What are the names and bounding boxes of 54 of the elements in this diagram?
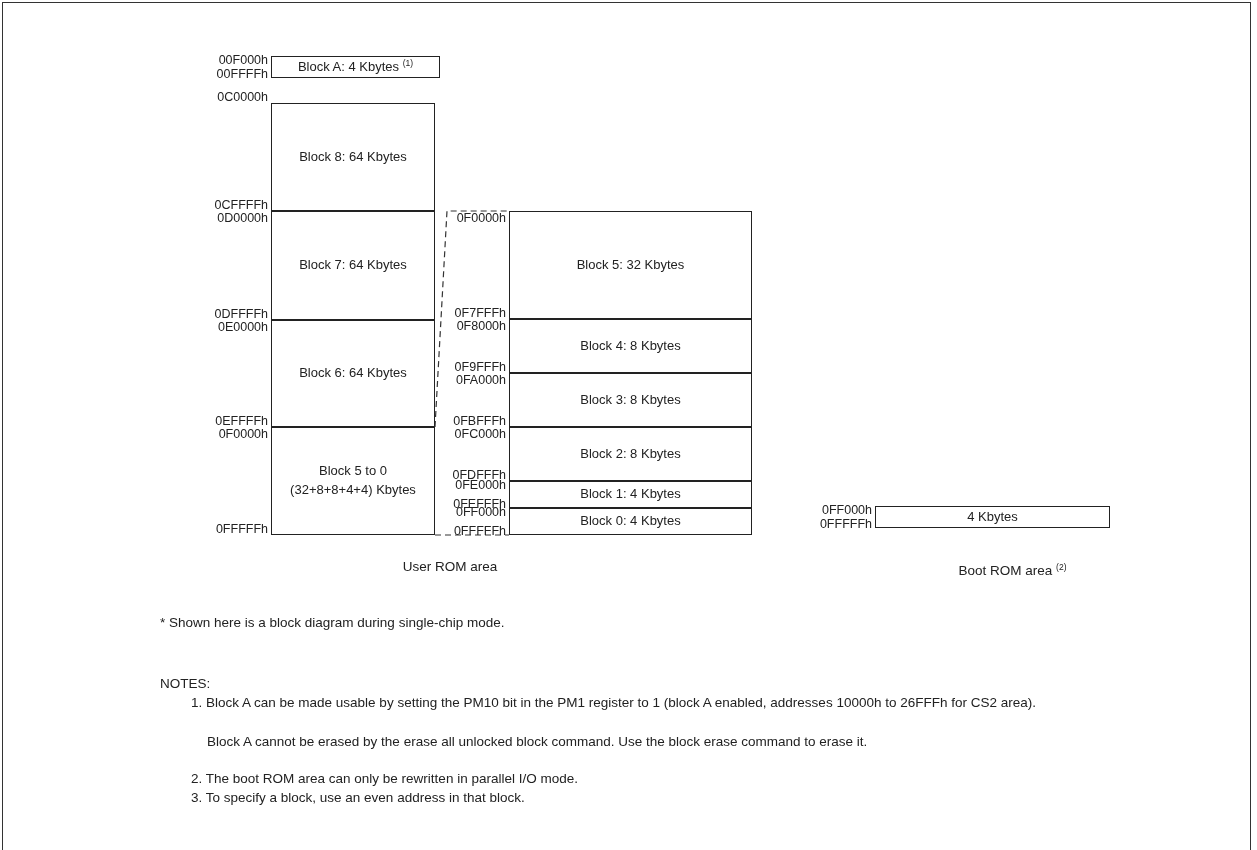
address-label: 0FC000h	[454, 428, 506, 440]
zoom-line	[434, 534, 510, 536]
address-label: 0FF000h	[821, 504, 872, 516]
block-label: Block 7: 64 Kbytes	[299, 256, 407, 275]
address-label: 0FFFFFh	[819, 518, 872, 530]
address-label: 0DFFFFh	[214, 308, 268, 320]
area-caption: Boot ROM area $^{(2)}$	[957, 561, 1068, 580]
memory-block	[271, 56, 440, 78]
address-label: 0F7FFFh	[454, 307, 506, 319]
address-label: 0F9FFFh	[454, 361, 506, 373]
memory-block	[271, 427, 435, 535]
memory-block	[509, 427, 752, 481]
address-label: 0C0000h	[217, 91, 268, 103]
address-label: 0EFFFFh	[215, 415, 268, 427]
memory-block	[271, 320, 435, 427]
memory-block	[509, 373, 752, 427]
address-label: 0FFFFFh	[453, 525, 506, 537]
address-label: 0FE000h	[455, 479, 506, 491]
block-label: Block 1: 4 Kbytes	[580, 485, 681, 504]
note-text: Block A cannot be erased by the erase all unlocked block command. Use the block erase command to erase it.	[207, 733, 869, 751]
address-label: 0FA000h	[455, 374, 506, 386]
memory-block	[271, 103, 435, 211]
block-label: Block 5: 32 Kbytes	[576, 255, 685, 274]
memory-block	[271, 211, 435, 320]
address-label: 0D0000h	[217, 212, 268, 224]
address-label: 0CFFFFh	[214, 199, 268, 211]
memory-block	[875, 506, 1110, 528]
footnote: * Shown here is a block diagram during single-chip mode.	[160, 614, 506, 632]
block-label: Block 5 to 0 (32+8+8+4+4) Kbytes	[289, 462, 417, 499]
address-label: 0F0000h	[456, 212, 506, 224]
address-label: 0F8000h	[456, 320, 506, 332]
notes-heading: NOTES:	[160, 675, 212, 693]
address-label: 0FFFFFh	[215, 523, 268, 535]
memory-block	[509, 481, 752, 508]
address-label: 00FFFFh	[216, 68, 268, 80]
address-label: 0FBFFFh	[453, 415, 506, 427]
block-label: Block 3: 8 Kbytes	[580, 390, 681, 409]
address-label: 00F000h	[218, 54, 268, 66]
block-label: Block 4: 8 Kbytes	[580, 336, 681, 355]
area-caption: User ROM area	[401, 558, 499, 576]
block-label: 4 Kbytes	[967, 507, 1018, 526]
block-label: Block 6: 64 Kbytes	[299, 364, 407, 383]
note-text: 3. To specify a block, use an even address in that block.	[191, 789, 526, 807]
block-label: Block A: 4 Kbytes $^{(1)}$	[297, 57, 414, 77]
address-label: 0E0000h	[217, 321, 268, 333]
address-label: 0F0000h	[218, 428, 268, 440]
block-label: Block 8: 64 Kbytes	[299, 147, 407, 166]
memory-block	[509, 319, 752, 373]
note-text: 2. The boot ROM area can only be rewritten in parallel I/O mode.	[191, 770, 579, 788]
block-label: Block 2: 8 Kbytes	[580, 444, 681, 463]
block-label: Block 0: 4 Kbytes	[580, 512, 681, 531]
memory-block	[509, 508, 752, 535]
note-text: 1. Block A can be made usable by setting the PM10 bit in the PM1 register to 1 (block A enabled, addresses 10000h to 26FFFh for CS2 area).	[191, 694, 1037, 712]
memory-block	[509, 211, 752, 319]
